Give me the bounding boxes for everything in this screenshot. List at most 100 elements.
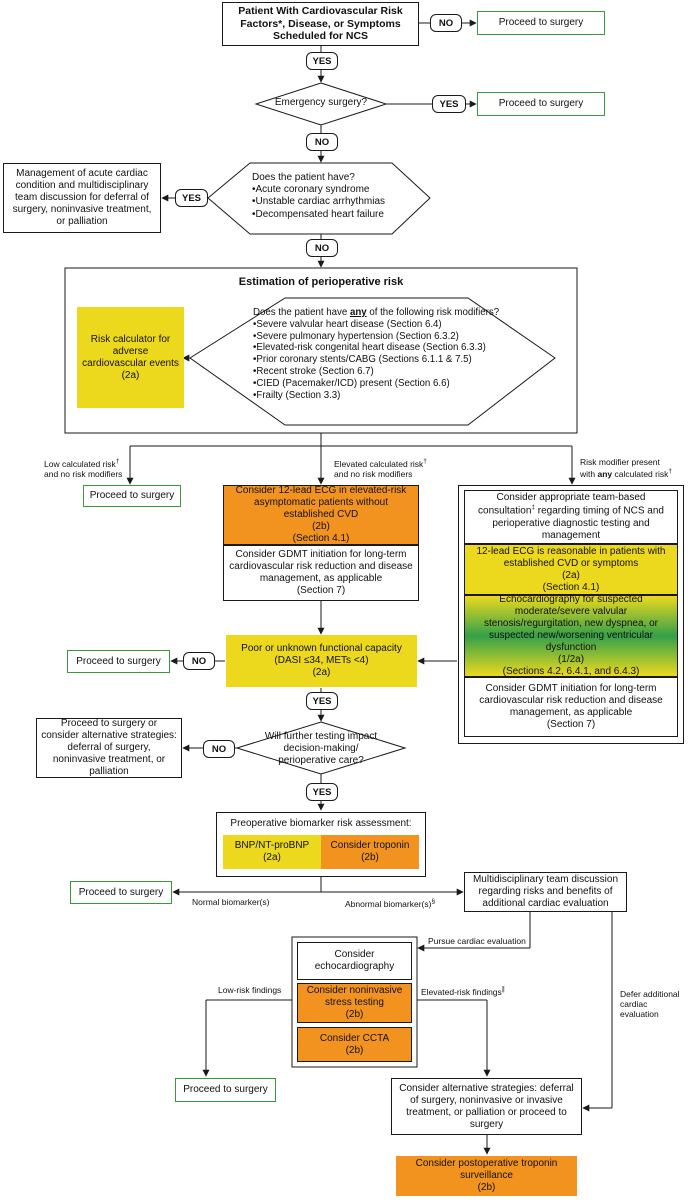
team-consult-box: Consider appropriate team-based consulta… (464, 490, 678, 544)
no-pill-3: NO (306, 239, 338, 257)
acute-item: Decompensated heart failure (252, 209, 412, 221)
proceed-label: Proceed to surgery (183, 1084, 268, 1095)
risk-modifiers-heading: Does the patient have any of the followi… (253, 307, 500, 318)
biomarker-title: Preoperative biomarker risk assessment: (230, 818, 412, 829)
acute-item: Unstable cardiac arrhythmias (252, 196, 412, 208)
echo-valve-cor: (1/2a) (557, 654, 585, 665)
risk-calculator-box: Risk calculator for adverse cardiovascul… (77, 307, 184, 408)
acute-management-box: Management of acute cardiac condition an… (3, 163, 161, 233)
gdmt-box-left: Consider GDMT initiation for long-term c… (223, 545, 419, 601)
risk-modifier-item: Prior coronary stents/CABG (Sections 6.1… (253, 354, 528, 366)
risk-modifiers-question: Does the patient have any of the followi… (253, 307, 528, 402)
risk-section-title: Estimation of perioperative risk (238, 276, 404, 288)
start-title: Patient With Cardiovascular Risk Factors… (238, 5, 403, 43)
abnormal-biomarker-label: Abnormal biomarker(s)§ (345, 898, 436, 909)
gdmt-section: (Section 7) (296, 585, 346, 596)
yes-pill-1: YES (306, 52, 338, 70)
risk-calculator-cor: (2a) (121, 369, 140, 381)
gdmt-box-right: Consider GDMT initiation for long-term c… (464, 677, 678, 737)
gdmt-section: (Section 7) (546, 719, 596, 730)
troponin-cor: (2b) (361, 852, 379, 863)
biomarker-box: Preoperative biomarker risk assessment: … (216, 812, 426, 877)
ecg-cvd-section: (Section 4.1) (542, 581, 600, 593)
stress-test-text: Consider noninvasive stress testing (306, 985, 403, 1008)
proceed-surgery-box-3: Proceed to surgery (83, 485, 181, 507)
ecg-cvd-cor: (2a) (562, 569, 580, 581)
ecg-cvd-text: 12-lead ECG is reasonable in patients wi… (476, 545, 666, 569)
risk-modifier-item: Severe pulmonary hypertension (Section 6… (253, 331, 528, 343)
mdt-text: Multidisciplinary team discussion regard… (472, 874, 619, 909)
low-risk-findings-label: Low-risk findings (218, 985, 282, 995)
functional-line1: Poor or unknown functional capacity (241, 643, 402, 654)
modifier-stack-box: Consider appropriate team-based consulta… (458, 485, 684, 744)
team-consult-text: Consider appropriate team-based consulta… (478, 492, 664, 541)
functional-line2: (DASI ≤34, METs <4) (274, 655, 369, 666)
risk-modifier-item: Severe valvular heart disease (Section 6… (253, 319, 528, 331)
acute-management-text: Management of acute cardiac condition an… (12, 168, 152, 227)
proceed-surgery-box-4: Proceed to surgery (67, 650, 170, 673)
acute-question: Does the patient have? Acute coronary sy… (252, 172, 412, 221)
ecg-elevated-text: Consider 12-lead ECG in elevated-risk as… (235, 485, 407, 520)
stress-test-box: Consider noninvasive stress testing (2b) (297, 983, 412, 1023)
proceed-label: Proceed to surgery (498, 17, 584, 28)
risk-modifier-item: Frailty (Section 3.3) (253, 390, 528, 402)
acute-item: Acute coronary syndrome (252, 184, 412, 196)
stress-test-cor: (2b) (345, 1009, 364, 1020)
acute-question-title: Does the patient have? (252, 172, 355, 183)
proceed-surgery-box-1: Proceed to surgery (477, 11, 605, 35)
yes-pill-2: YES (432, 95, 466, 113)
defer-evaluation-label: Defer additional cardiac evaluation (620, 989, 680, 1019)
functional-cor: (2a) (312, 667, 331, 678)
bnp-box: BNP/NT-proBNP (2a) (223, 835, 321, 869)
proceed-surgery-box-5: Proceed to surgery (70, 881, 172, 904)
yes-pill-4: YES (306, 692, 338, 710)
proceed-surgery-box-2: Proceed to surgery (477, 92, 605, 116)
alternative-no-text: Proceed to surgery or consider alternati… (41, 718, 177, 777)
acute-conditions-list: Acute coronary syndrome Unstable cardiac… (252, 184, 412, 221)
alternative-final-text: Consider alternative strategies: deferra… (399, 1082, 574, 1130)
ecg-elevated-box: Consider 12-lead ECG in elevated-risk as… (223, 485, 419, 545)
echo-valve-text: Echocardiography for suspected moderate/… (484, 594, 658, 653)
proceed-label: Proceed to surgery (89, 490, 175, 501)
gdmt-text: Consider GDMT initiation for long-term c… (229, 549, 413, 584)
no-pill-4: NO (183, 652, 215, 670)
yes-pill-3: YES (175, 189, 208, 207)
risk-modifier-item: Recent stroke (Section 6.7) (253, 366, 528, 378)
alternative-no-box: Proceed to surgery or consider alternati… (36, 718, 182, 778)
no-pill-5: NO (203, 740, 235, 758)
low-risk-label: Low calculated risk† and no risk modifie… (44, 458, 123, 479)
mdt-discussion-box: Multidisciplinary team discussion regard… (464, 872, 627, 912)
biomarker-options: BNP/NT-proBNP (2a) Consider troponin (2b… (223, 835, 419, 869)
start-box: Patient With Cardiovascular Risk Factors… (222, 2, 419, 46)
ecg-elevated-section: (Section 4.1) (292, 533, 350, 544)
further-testing-question: Will further testing impact decision-mak… (264, 731, 378, 767)
bnp-text: BNP/NT-proBNP (234, 840, 310, 851)
yes-pill-5: YES (306, 783, 338, 801)
risk-calculator-text: Risk calculator for adverse cardiovascul… (82, 333, 179, 369)
proceed-surgery-box-6: Proceed to surgery (175, 1078, 276, 1102)
proceed-label: Proceed to surgery (76, 655, 161, 667)
ccta-box: Consider CCTA (2b) (297, 1027, 412, 1062)
risk-modifier-item: CIED (Pacemaker/ICD) present (Section 6.… (253, 378, 528, 390)
gdmt-text: Consider GDMT initiation for long-term c… (479, 683, 663, 718)
ccta-cor: (2b) (345, 1044, 364, 1056)
elevated-risk-findings-label: Elevated-risk findings∥ (421, 986, 506, 997)
functional-capacity-box: Poor or unknown functional capacity (DAS… (226, 635, 417, 687)
modifier-present-label: Risk modifier present with any calculate… (580, 457, 672, 479)
postop-troponin-text: Consider postoperative troponin surveill… (415, 1158, 558, 1181)
troponin-text: Consider troponin (330, 840, 410, 851)
proceed-label: Proceed to surgery (498, 98, 584, 109)
alternative-final-box: Consider alternative strategies: deferra… (391, 1078, 582, 1135)
proceed-label: Proceed to surgery (78, 886, 164, 898)
risk-modifier-item: Elevated-risk congenital heart disease (… (253, 342, 528, 354)
echo-valve-section: (Sections 4.2, 6.4.1, and 6.4.3) (502, 666, 640, 677)
pursue-evaluation-label: Pursue cardiac evaluation (428, 936, 526, 946)
echo-valve-box: Echocardiography for suspected moderate/… (464, 594, 678, 677)
echo-consider-box: Consider echocardiography (297, 942, 412, 980)
bnp-cor: (2a) (263, 852, 281, 863)
emergency-question: Emergency surgery? (274, 97, 368, 108)
no-pill-1: NO (430, 14, 462, 32)
elevated-risk-label: Elevated calculated risk† and no risk mo… (334, 458, 427, 479)
ccta-text: Consider CCTA (319, 1032, 390, 1044)
no-pill-2: NO (306, 133, 338, 151)
